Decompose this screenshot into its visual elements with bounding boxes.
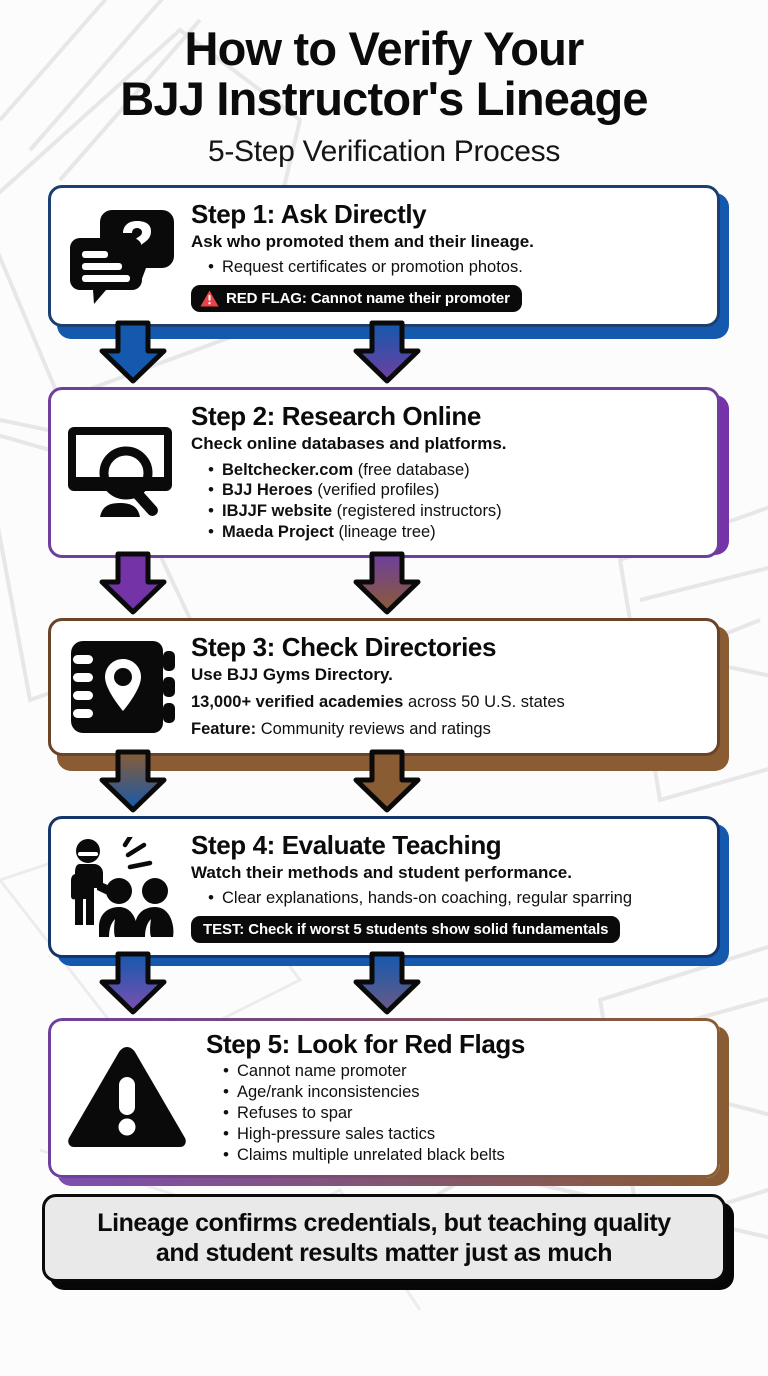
step-body-1: Step 1: Ask Directly Ask who promoted th… xyxy=(191,198,703,313)
step-title: Step 2: Research Online xyxy=(191,401,481,432)
footer-banner-wrap: Lineage confirms credentials, but teachi… xyxy=(0,1194,768,1300)
status-badge-test: TEST: Check if worst 5 students show sol… xyxy=(191,916,621,944)
warning-triangle-icon xyxy=(200,290,219,307)
list-item: Age/rank inconsistencies xyxy=(220,1081,706,1103)
step-bullets: Clear explanations, hands-on coaching, r… xyxy=(205,887,703,909)
header: How to Verify Your BJJ Instructor's Line… xyxy=(0,0,768,169)
page-title-line2: BJJ Instructor's Lineage xyxy=(120,72,648,126)
status-badge-red-flag: RED FLAG: Cannot name their promoter xyxy=(191,285,522,313)
list-item: High-pressure sales tactics xyxy=(220,1123,706,1145)
step-bullets: Cannot name promoter Age/rank inconsiste… xyxy=(220,1060,706,1166)
page-title-line1: How to Verify Your xyxy=(184,22,584,75)
step-line: Feature: Community reviews and ratings xyxy=(191,719,703,740)
step-body-3: Step 3: Check Directories Use BJJ Gyms D… xyxy=(191,633,703,740)
list-item: IBJJF website (registered instructors) xyxy=(205,500,703,522)
address-book-pin-icon xyxy=(63,634,181,740)
list-item-rest: (verified profiles) xyxy=(312,481,440,500)
step-block-4: Step 4: Evaluate Teaching Watch their me… xyxy=(0,815,768,966)
step-line-bold: 13,000+ verified academies xyxy=(191,692,404,711)
step-line-bold: Feature: xyxy=(191,720,257,739)
step-bullets: Request certificates or promotion photos… xyxy=(205,256,703,278)
connector-2 xyxy=(0,551,768,618)
connector-1 xyxy=(0,320,768,387)
list-item-rest: (registered instructors) xyxy=(332,502,502,521)
connector-3 xyxy=(0,749,768,816)
step-line-rest: across 50 U.S. states xyxy=(403,692,565,711)
list-item-rest: (lineage tree) xyxy=(333,523,436,542)
step-block-1: Step 1: Ask Directly Ask who promoted th… xyxy=(0,184,768,339)
list-item-bold: IBJJF website xyxy=(222,502,333,521)
step-title: Step 5: Look for Red Flags xyxy=(206,1029,525,1060)
step-card-2[interactable]: Step 2: Research Online Check online dat… xyxy=(48,387,720,559)
list-item: Maeda Project (lineage tree) xyxy=(205,521,703,543)
badge-label: TEST: Check if worst 5 students show sol… xyxy=(203,921,609,939)
step-line-rest: Community reviews and ratings xyxy=(256,720,491,739)
step-card-4[interactable]: Step 4: Evaluate Teaching Watch their me… xyxy=(48,815,720,959)
list-item-rest: (free database) xyxy=(353,460,470,479)
step-bullets: Beltchecker.com (free database) BJJ Hero… xyxy=(205,459,703,544)
badge-label: RED FLAG: Cannot name their promoter xyxy=(226,290,510,308)
warning-triangle-big-icon xyxy=(62,1042,192,1154)
step-subtitle: Use BJJ Gyms Directory. xyxy=(191,665,393,685)
monitor-search-icon xyxy=(63,420,181,526)
steps-container: Step 1: Ask Directly Ask who promoted th… xyxy=(0,184,768,1187)
step-card-3[interactable]: Step 3: Check Directories Use BJJ Gyms D… xyxy=(48,618,720,756)
step-line: 13,000+ verified academies across 50 U.S… xyxy=(191,692,703,713)
step-title: Step 4: Evaluate Teaching xyxy=(191,829,502,860)
step-subtitle: Ask who promoted them and their lineage. xyxy=(191,231,534,251)
instructor-students-icon xyxy=(63,834,181,940)
step-block-2: Step 2: Research Online Check online dat… xyxy=(0,387,768,559)
step-block-5: Step 5: Look for Red Flags Cannot name p… xyxy=(0,1018,768,1187)
step-title: Step 1: Ask Directly xyxy=(191,198,427,229)
footer-line-2: and student results matter just as much xyxy=(155,1239,613,1268)
list-item: BJJ Heroes (verified profiles) xyxy=(205,479,703,501)
list-item: Request certificates or promotion photos… xyxy=(205,256,703,278)
step-subtitle: Check online databases and platforms. xyxy=(191,434,507,454)
speech-bubbles-question-icon xyxy=(63,203,181,309)
step-body-2: Step 2: Research Online Check online dat… xyxy=(191,401,703,544)
connector-4 xyxy=(0,951,768,1018)
step-body-4: Step 4: Evaluate Teaching Watch their me… xyxy=(191,829,703,944)
page-subtitle: 5-Step Verification Process xyxy=(207,134,561,168)
list-item: Beltchecker.com (free database) xyxy=(205,459,703,481)
step-block-3: Step 3: Check Directories Use BJJ Gyms D… xyxy=(0,618,768,772)
step-subtitle: Watch their methods and student performa… xyxy=(191,862,572,882)
list-item-bold: BJJ Heroes xyxy=(222,481,313,500)
step-card-1[interactable]: Step 1: Ask Directly Ask who promoted th… xyxy=(48,184,720,328)
list-item: Cannot name promoter xyxy=(220,1060,706,1082)
list-item-bold: Beltchecker.com xyxy=(222,460,354,479)
list-item: Claims multiple unrelated black belts xyxy=(220,1144,706,1166)
footer-line-1: Lineage confirms credentials, but teachi… xyxy=(97,1209,671,1238)
footer-banner: Lineage confirms credentials, but teachi… xyxy=(42,1194,726,1283)
step-body-5: Step 5: Look for Red Flags Cannot name p… xyxy=(202,1030,706,1166)
list-item: Clear explanations, hands-on coaching, r… xyxy=(205,887,703,909)
list-item-bold: Maeda Project xyxy=(222,523,334,542)
list-item: Refuses to spar xyxy=(220,1102,706,1124)
step-card-5[interactable]: Step 5: Look for Red Flags Cannot name p… xyxy=(48,1018,720,1179)
step-title: Step 3: Check Directories xyxy=(191,632,497,663)
